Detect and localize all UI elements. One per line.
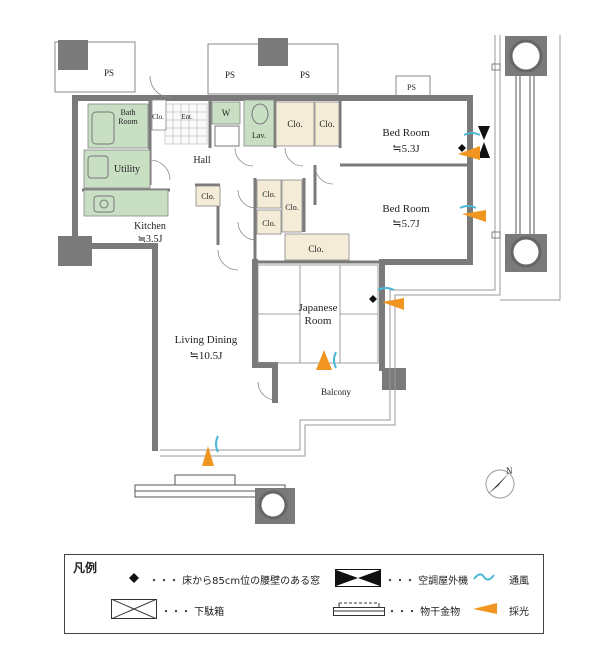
wet-areas bbox=[83, 99, 275, 217]
shoe-box-icon bbox=[111, 599, 157, 619]
fixtures bbox=[87, 103, 269, 213]
ventilation-icon bbox=[473, 573, 495, 581]
legend-title: 凡例 bbox=[73, 561, 98, 575]
closets bbox=[151, 99, 350, 261]
daylight-icon bbox=[473, 603, 497, 614]
structural-columns bbox=[58, 38, 406, 390]
legend-daylight: 採光 bbox=[509, 607, 529, 618]
ent-label: Ent. bbox=[181, 113, 193, 121]
clo-kitchen-label: Clo. bbox=[201, 192, 215, 201]
legend-drying-rack: ・・・ 物干金物 bbox=[387, 607, 461, 618]
legend-ac-outdoor: ・・・ 空調屋外機 bbox=[385, 576, 469, 587]
ps-label-2: PS bbox=[225, 70, 235, 80]
bed1-size: ≒5.3J bbox=[392, 143, 420, 155]
compass-label: N bbox=[506, 466, 513, 476]
airflow-icons bbox=[215, 132, 481, 453]
clo-hall-1-label: Clo. bbox=[287, 119, 302, 129]
wash-label: W bbox=[222, 108, 231, 118]
utility-label: Utility bbox=[114, 164, 140, 175]
ps-label-4: PS bbox=[407, 83, 416, 92]
north-compass: N bbox=[485, 466, 515, 499]
balcony-label: Balcony bbox=[321, 387, 351, 397]
bed2-size: ≒5.7J bbox=[392, 218, 420, 230]
daylight-icons bbox=[202, 146, 486, 466]
bed1-label: Bed Room bbox=[382, 127, 430, 139]
ac-unit-icon bbox=[335, 569, 381, 587]
bed2-label: Bed Room bbox=[382, 203, 430, 215]
clo-mid-2-label: Clo. bbox=[285, 203, 299, 212]
legend-window-85cm: ・・・ 床から85cm位の腰壁のある窓 bbox=[149, 576, 321, 587]
clo-hall-2-label: Clo. bbox=[319, 119, 334, 129]
clo-japanese-label: Clo. bbox=[308, 244, 323, 254]
legend-ventilation: 通風 bbox=[509, 576, 529, 587]
kitchen-size: ≒3.5J bbox=[138, 234, 163, 245]
kitchen-label: Kitchen bbox=[134, 221, 166, 232]
hall-label: Hall bbox=[193, 155, 210, 166]
ps-label-1: PS bbox=[104, 68, 114, 78]
legend-shoe-box: ・・・ 下駄箱 bbox=[161, 607, 225, 618]
balcony-outline bbox=[160, 35, 561, 457]
lav-label: Lav. bbox=[252, 131, 266, 140]
tatami-room bbox=[257, 264, 379, 364]
window-85cm-icon bbox=[369, 144, 466, 303]
ac-units bbox=[255, 36, 547, 524]
living-label: Living Dining bbox=[175, 334, 238, 346]
ac-indoor-icon bbox=[478, 126, 490, 158]
outlet-markers bbox=[491, 63, 501, 239]
clo-mid-1-label: Clo. bbox=[262, 190, 276, 199]
living-size: ≒10.5J bbox=[190, 350, 223, 362]
ps-label-3: PS bbox=[300, 70, 310, 80]
drying-rack bbox=[515, 69, 535, 239]
entry-tile bbox=[164, 103, 208, 145]
door-swings bbox=[149, 75, 334, 401]
clo-mid-3-label: Clo. bbox=[262, 219, 276, 228]
drying-rack-icon bbox=[333, 602, 385, 616]
diamond-icon bbox=[129, 573, 139, 583]
legend: 凡例 ・・・ 床から85cm位の腰壁のある窓 ・・・ 空調屋外機 通風 ・・・ … bbox=[64, 554, 544, 634]
clo-ent-label: Clo. bbox=[152, 113, 164, 121]
